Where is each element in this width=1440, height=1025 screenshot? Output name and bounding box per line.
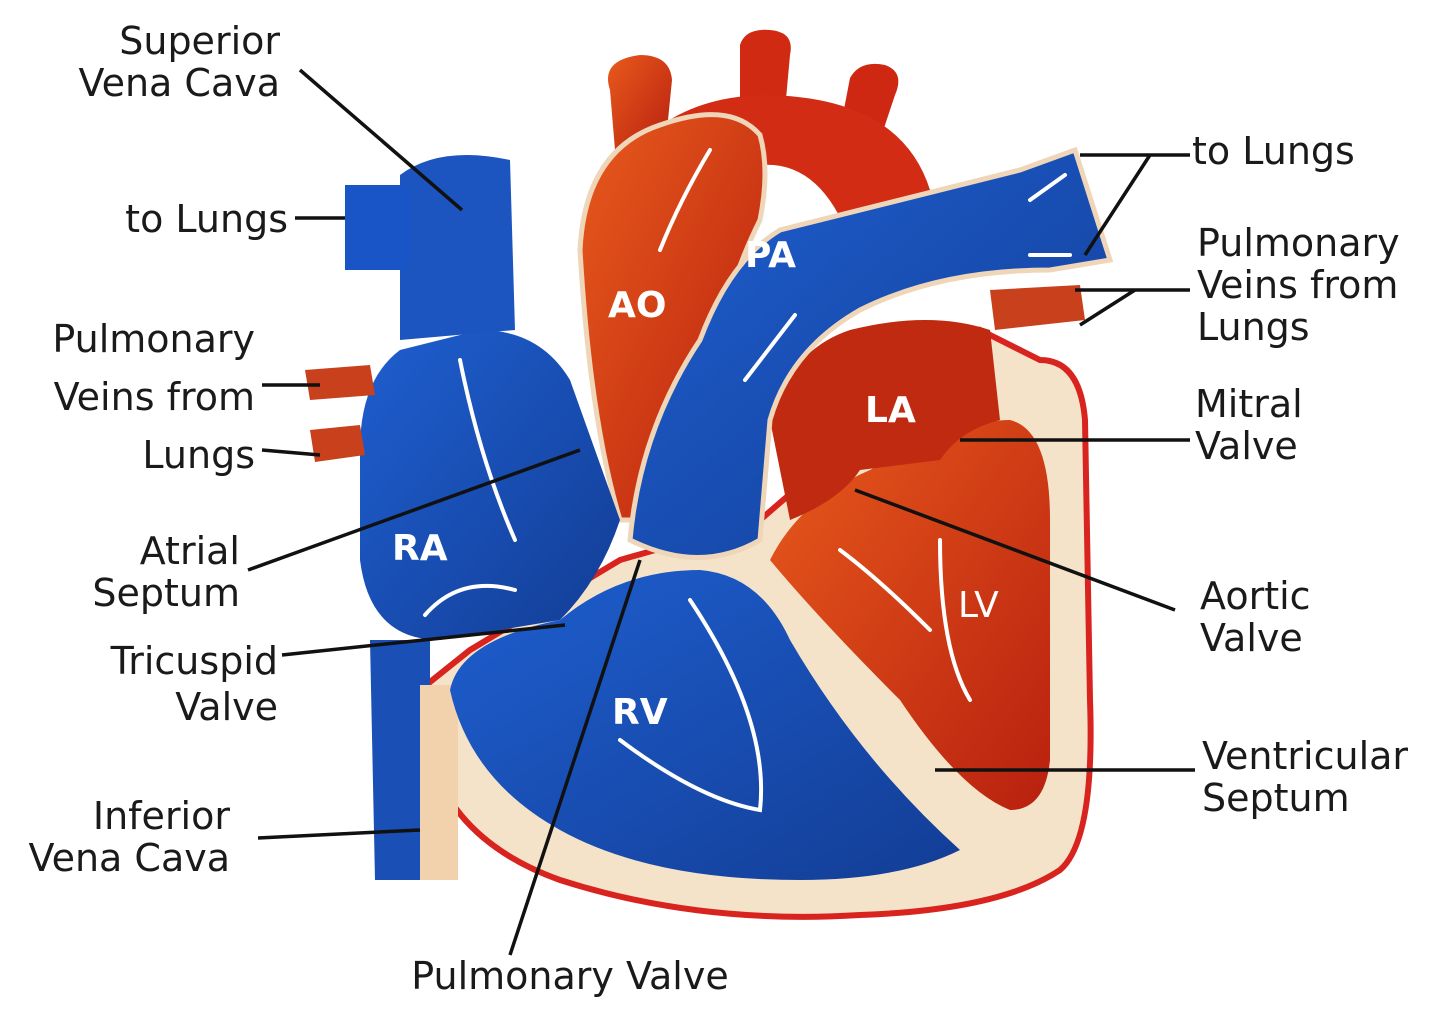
leader-ivc — [257, 828, 421, 840]
flow-arrow-rv — [618, 598, 764, 813]
leader-atrial-septum — [247, 448, 581, 572]
label-ventricular-septum: Ventricular Septum — [1202, 735, 1408, 819]
flow-arrow-pa — [743, 313, 797, 382]
ivc-wall — [420, 685, 458, 880]
chamber-rv: RV — [612, 692, 668, 733]
label-pulmonary-veins-left: Pulmonary Veins from Lungs — [52, 310, 255, 484]
flow-arrow-lungs-right — [1028, 173, 1072, 257]
label-line: Lungs — [142, 433, 255, 477]
label-line: Pulmonary Valve — [411, 954, 729, 998]
flow-arrow-lv — [838, 538, 972, 702]
label-inferior-vena-cava: Inferior Vena Cava — [29, 795, 230, 879]
leader-to-lungs-right — [1080, 153, 1190, 256]
label-line: Septum — [1202, 776, 1350, 820]
chamber-lv: LV — [958, 585, 999, 626]
label-line: Ventricular — [1202, 734, 1409, 778]
label-line: Tricuspid — [110, 639, 278, 683]
label-to-lungs-right: to Lungs — [1192, 130, 1355, 172]
leader-pv-left-2 — [261, 448, 321, 457]
left-atrium — [770, 320, 1000, 520]
label-line: Veins from — [53, 375, 255, 419]
label-line: Veins from — [1197, 263, 1399, 307]
right-atrium — [360, 330, 620, 640]
label-line: Valve — [1200, 616, 1303, 660]
label-pulmonary-valve: Pulmonary Valve — [400, 955, 740, 997]
inferior-vena-cava — [370, 640, 430, 880]
flow-arrow-ra-curve — [423, 583, 517, 617]
chamber-ra: RA — [392, 528, 448, 569]
right-ventricle — [450, 570, 960, 880]
chamber-la: LA — [865, 390, 916, 431]
label-line: to Lungs — [125, 197, 288, 241]
label-aortic-valve: Aortic Valve — [1200, 575, 1311, 659]
pulmonary-artery — [627, 146, 1114, 560]
label-line: Septum — [92, 571, 240, 615]
label-line: Mitral — [1195, 382, 1303, 426]
label-line: Lungs — [1197, 305, 1310, 349]
label-pulmonary-veins-right: Pulmonary Veins from Lungs — [1197, 222, 1400, 348]
label-line: Pulmonary — [52, 317, 255, 361]
label-atrial-septum: Atrial Septum — [92, 530, 240, 614]
left-pulmonary-veins-2 — [310, 425, 365, 462]
left-ventricle — [770, 420, 1050, 810]
label-line: Superior — [119, 19, 280, 63]
left-pulmonary-veins — [305, 365, 375, 400]
flow-arrow-ra-down — [458, 358, 517, 542]
leader-svc — [298, 68, 464, 212]
left-pulmonary-artery-branches — [345, 185, 410, 270]
label-line: Inferior — [92, 794, 230, 838]
leader-aortic — [854, 488, 1176, 612]
label-line: to Lungs — [1192, 129, 1355, 173]
label-to-lungs-left: to Lungs — [125, 198, 288, 240]
leader-tricuspid — [281, 623, 566, 657]
chamber-ao: AO — [608, 285, 667, 326]
flow-arrow-ao — [658, 148, 712, 252]
right-pulmonary-veins — [990, 285, 1085, 330]
leader-pulmonary-valve — [508, 559, 642, 956]
label-line: Valve — [1195, 424, 1298, 468]
label-mitral-valve: Mitral Valve — [1195, 383, 1303, 467]
aortic-branch-2 — [740, 29, 791, 110]
label-line: Atrial — [139, 529, 240, 573]
superior-vena-cava — [400, 155, 515, 340]
label-line: Aortic — [1200, 574, 1311, 618]
label-line: Vena Cava — [28, 836, 230, 880]
label-line: Vena Cava — [78, 61, 280, 105]
label-superior-vena-cava: Superior Vena Cava — [79, 20, 280, 104]
label-line: Pulmonary — [1197, 221, 1400, 265]
label-tricuspid-valve: Tricuspid Valve — [111, 638, 278, 730]
label-line: Valve — [175, 685, 278, 729]
leader-pv-right — [1075, 288, 1190, 327]
chamber-pa: PA — [745, 235, 796, 276]
